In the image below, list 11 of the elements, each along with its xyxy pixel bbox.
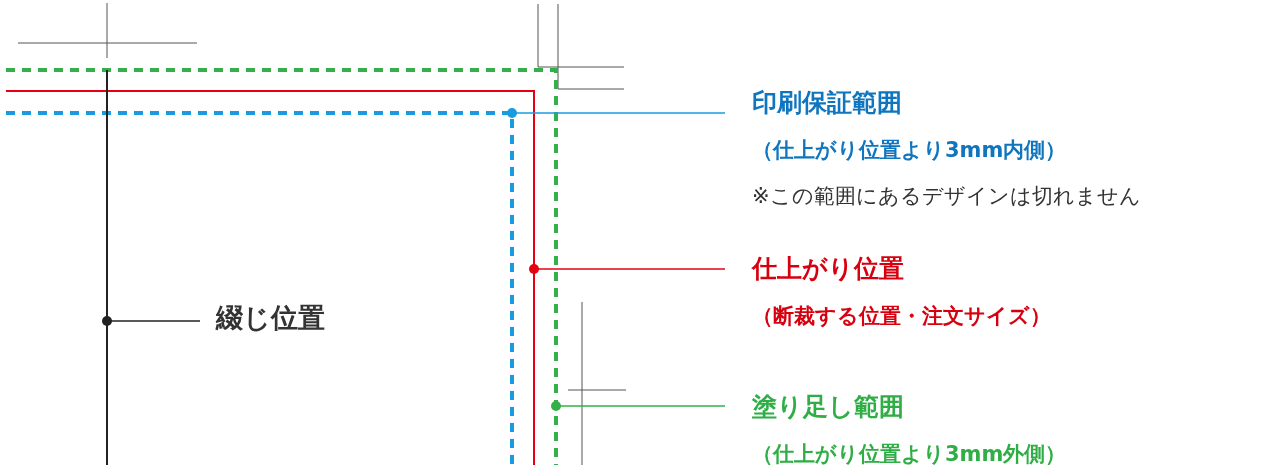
callout-title: 塗り足し範囲 [752,392,905,422]
leader-line [551,401,726,411]
leader-line [529,264,726,274]
leader-line [507,108,726,118]
callout-subtitle: （仕上がり位置より3mm内側） [752,137,1068,164]
callout-title: 仕上がり位置 [752,254,905,284]
callout-title: 印刷保証範囲 [752,88,903,118]
callout-subtitle: （断裁する位置・注文サイズ） [752,303,1051,330]
callout-note: ※この範囲にあるデザインは切れません [752,183,1141,210]
callout-subtitle: （仕上がり位置より3mm外側） [752,441,1067,468]
leader-line [102,316,201,326]
